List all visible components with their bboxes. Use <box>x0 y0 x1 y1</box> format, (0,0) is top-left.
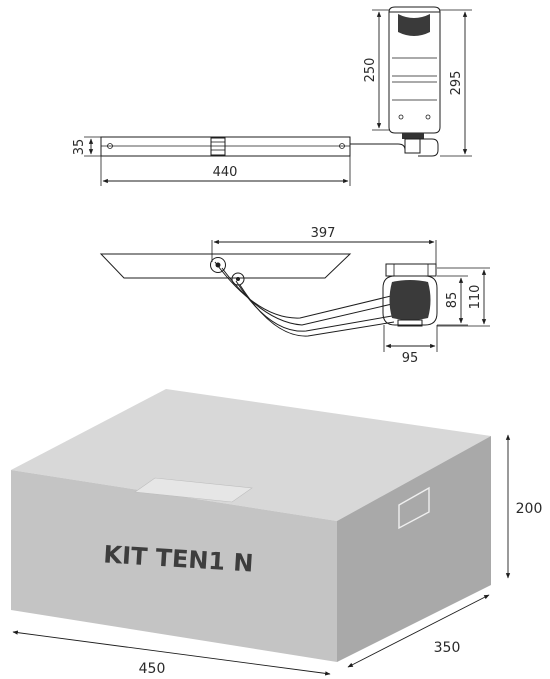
dim-motor-base: 95 <box>383 325 438 366</box>
dim-arm-thickness: 35 <box>72 136 101 157</box>
box-front-face <box>11 470 337 662</box>
dim-label-350: 350 <box>434 640 461 656</box>
box-handle <box>398 486 430 530</box>
gate-leaf <box>99 253 352 279</box>
dim-motor-depth: 85 <box>437 275 468 326</box>
dim-label-440: 440 <box>213 165 238 180</box>
motor-body-side <box>388 6 441 157</box>
kit-box: KIT TEN1 N 200 350 450 <box>11 389 542 677</box>
dim-arm-length: 440 <box>100 156 351 186</box>
dim-label-95: 95 <box>402 351 419 366</box>
dim-label-35: 35 <box>72 139 87 156</box>
dim-motor-width: 250 <box>363 9 389 131</box>
dim-box-height: 200 <box>505 434 543 579</box>
dim-label-85: 85 <box>445 292 460 309</box>
motor-plan <box>382 263 438 327</box>
dim-label-450: 450 <box>139 661 166 677</box>
side-elevation-view: 250 295 35 440 <box>72 6 472 186</box>
dim-label-295: 295 <box>449 71 464 96</box>
dim-box-length: 450 <box>12 630 331 677</box>
plan-view: 397 85 110 95 <box>99 226 490 366</box>
dim-arm-reach: 397 <box>211 226 437 264</box>
arm-plan <box>210 257 395 337</box>
dim-label-250: 250 <box>363 58 378 83</box>
box-tape <box>134 477 253 503</box>
dim-motor-height: 295 <box>440 9 472 157</box>
arm-side <box>100 136 406 157</box>
dim-motor-depth-total: 110 <box>437 267 490 327</box>
dim-label-200: 200 <box>516 501 543 517</box>
box-top-face <box>11 389 491 521</box>
dim-label-397: 397 <box>311 226 336 241</box>
dim-label-110: 110 <box>468 285 483 310</box>
dim-box-depth: 350 <box>347 594 490 668</box>
